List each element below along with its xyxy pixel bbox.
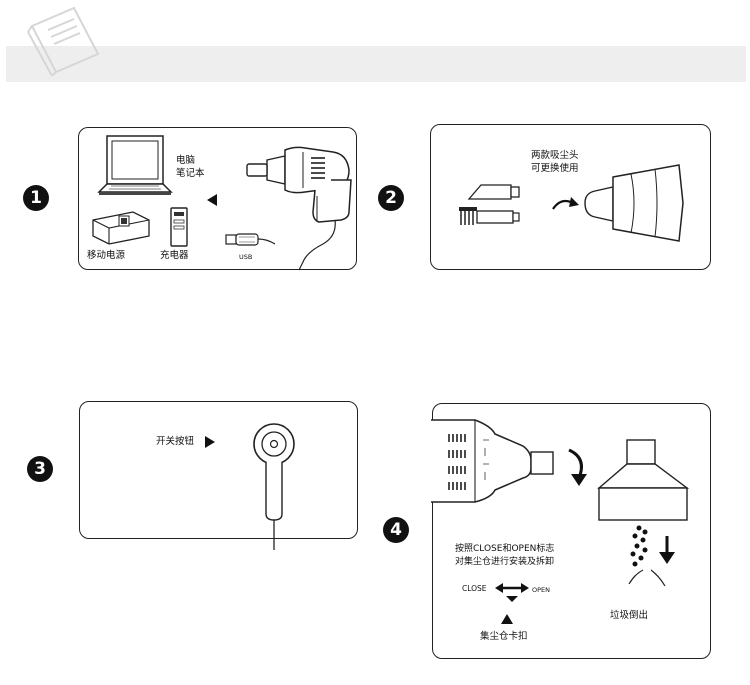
close-label: CLOSE (462, 584, 487, 593)
step-2-badge: 2 (378, 185, 404, 211)
double-arrow-icon (495, 583, 529, 602)
book-logo-icon (27, 6, 100, 76)
vacuum-back-icon (253, 423, 295, 550)
curved-arrow-icon (552, 197, 579, 210)
step-1-panel: 电脑 笔记本 移动电源 充电器 USB (78, 127, 357, 271)
step-3-panel: 开关按钮 (79, 401, 358, 550)
vacuum-side-icon (246, 146, 352, 271)
arrow-left-icon (207, 194, 217, 206)
brush-nozzle-icon (459, 207, 520, 225)
vacuum-body-icon (431, 419, 554, 503)
instruction-label: 按照CLOSE和OPEN标志 对集尘仓进行安装及拆卸 (455, 544, 555, 567)
power-bank-label: 移动电源 (87, 250, 126, 261)
flat-nozzle-icon (467, 184, 520, 200)
latch-arrow-icon (501, 614, 513, 624)
usb-label: USB (239, 253, 253, 261)
dump-label: 垃圾倒出 (610, 610, 649, 621)
arrow-right-icon (205, 436, 215, 448)
switch-label: 开关按钮 (156, 436, 195, 447)
charger-label: 充电器 (160, 250, 189, 261)
heads-label: 两款吸尘头 可更换使用 (531, 150, 579, 174)
rotate-arrow-icon (568, 448, 587, 486)
step-4-badge: 4 (383, 517, 409, 543)
laptop-icon (97, 135, 173, 195)
dust-particles-icon (628, 525, 675, 587)
step-4-panel: 垃圾倒出 按照CLOSE和OPEN标志 对集尘仓进行安装及拆卸 CLOSE OP… (431, 403, 711, 659)
step-3-badge: 3 (27, 456, 53, 482)
header-bar (6, 46, 746, 82)
dust-container-icon (597, 439, 690, 521)
open-label: OPEN (532, 586, 551, 594)
laptop-label: 电脑 笔记本 (176, 155, 205, 179)
step-1-badge: 1 (23, 185, 49, 211)
latch-label: 集尘仓卡扣 (480, 631, 528, 642)
usb-plug-icon (225, 233, 276, 246)
power-bank-icon (92, 211, 150, 245)
step-2-panel: 两款吸尘头 可更换使用 (430, 124, 711, 270)
charger-icon (170, 207, 188, 247)
vacuum-front-icon (584, 164, 684, 242)
